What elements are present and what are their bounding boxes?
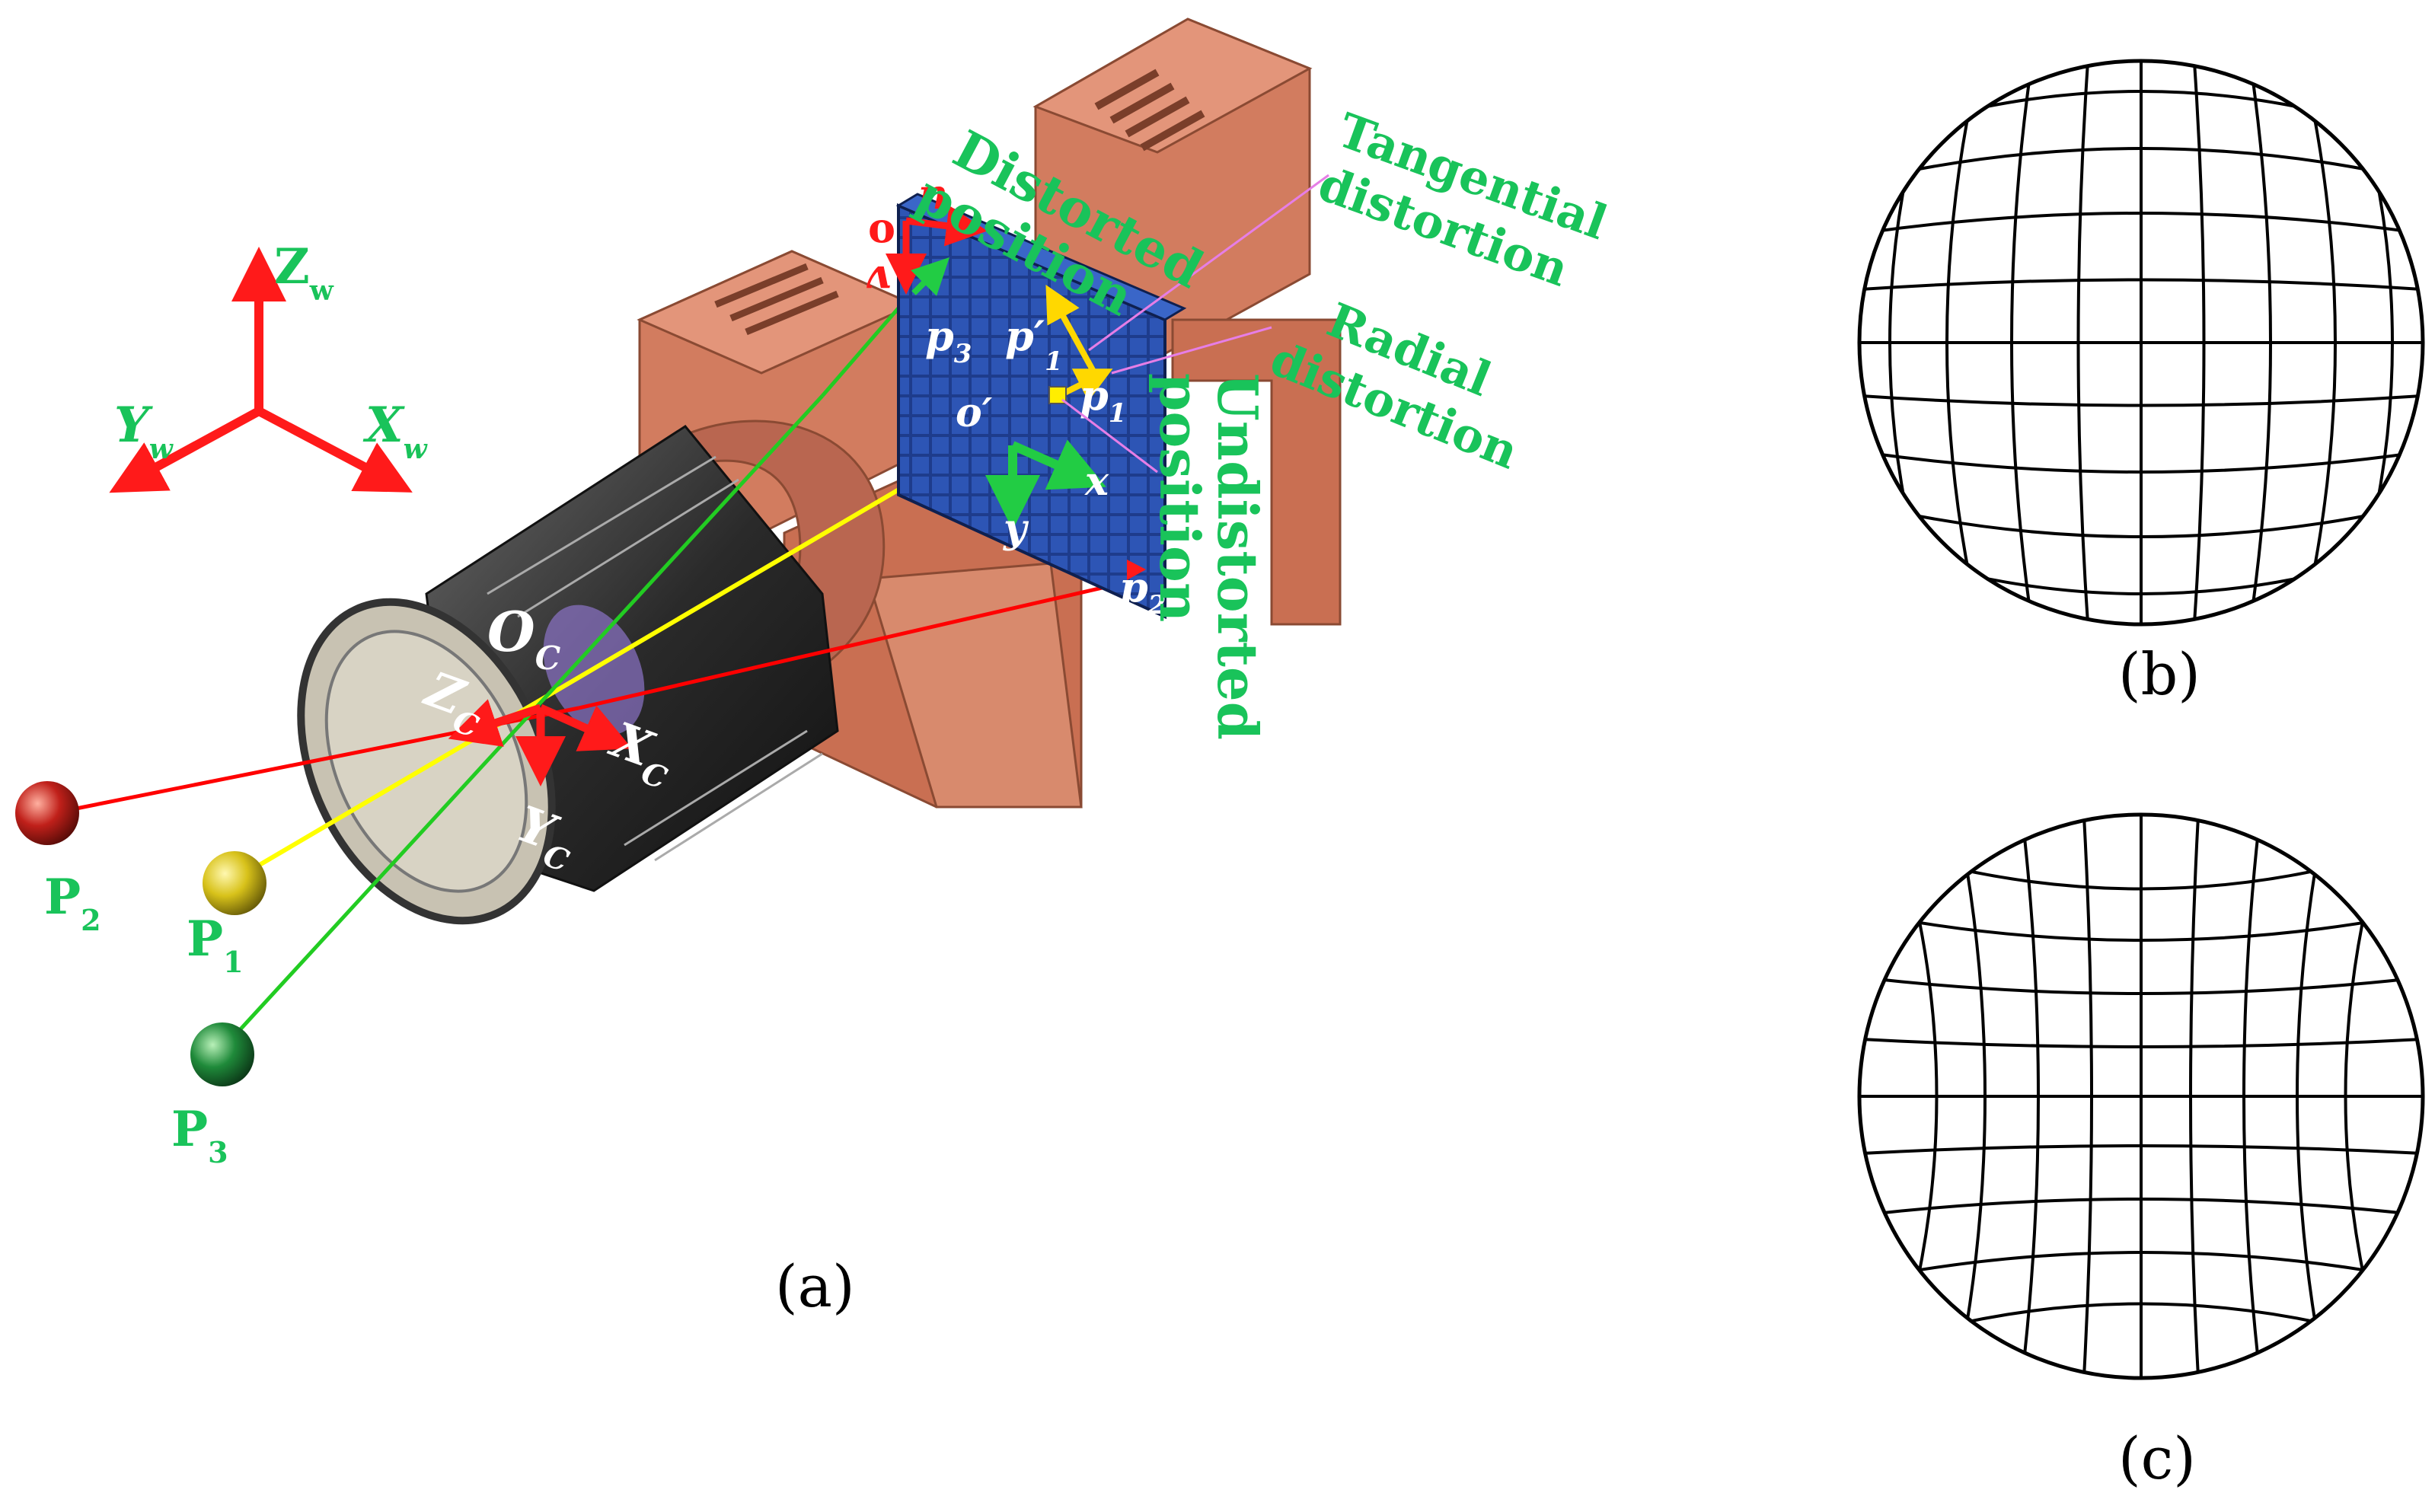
- world-p2-label: P: [44, 869, 81, 926]
- world-p1-label: P: [187, 911, 223, 968]
- svg-text:P1: P1: [187, 911, 244, 979]
- svg-text:Zw: Zw: [274, 238, 334, 307]
- world-point-p1: P1: [187, 851, 266, 979]
- panel-b: (b): [1857, 59, 2425, 708]
- lens-barrel: [297, 425, 839, 925]
- undistorted-line1: Undistorted: [1205, 373, 1270, 740]
- world-y-label: Y: [114, 397, 153, 454]
- svg-text:p1: p1: [1080, 371, 1126, 429]
- ray-p3: [219, 394, 824, 1052]
- pixel-origin-label: o: [868, 203, 895, 252]
- annotation-undistorted: Undistorted position: [1147, 373, 1270, 740]
- barrel-grid: [1859, 61, 2423, 624]
- p1-sub: 1: [1109, 398, 1127, 429]
- p1-distorted-label: p′: [1005, 311, 1045, 360]
- image-x-label: x: [1084, 458, 1109, 505]
- world-p2-sub: 2: [81, 903, 101, 937]
- svg-text:P2: P2: [44, 869, 101, 937]
- world-point-p3: P3: [171, 1022, 254, 1169]
- annotation-leaders: [1061, 174, 1329, 474]
- camera-axes: [448, 699, 633, 786]
- p1-distorted-sub: 1: [1045, 346, 1063, 377]
- p1-label: p: [1080, 371, 1109, 419]
- panel-a: Zw Yw Xw: [15, 18, 1614, 1320]
- world-point-p2: P2: [15, 781, 101, 937]
- pixel-u-label: u: [918, 177, 948, 226]
- svg-text:Yw: Yw: [114, 397, 174, 465]
- world-p1-sub: 1: [223, 945, 243, 979]
- svg-text:OC: OC: [487, 599, 561, 677]
- camera-origin-sub: C: [535, 640, 561, 677]
- caption-b: (b): [2118, 640, 2200, 708]
- pixel-axes: [886, 205, 988, 295]
- image-axes: [985, 439, 1106, 530]
- world-z-label: Z: [274, 238, 310, 295]
- p3-sub: 3: [954, 339, 972, 369]
- world-x-label: X: [362, 397, 405, 454]
- pixel-v-label: v: [866, 257, 891, 305]
- image-y-label: y: [1003, 506, 1029, 552]
- p3-label: p: [925, 311, 954, 360]
- undistorted-line2: position: [1147, 373, 1212, 622]
- vent-slots: [1094, 69, 1205, 152]
- svg-text:P3: P3: [171, 1101, 228, 1169]
- svg-text:p′1: p′1: [1005, 311, 1063, 377]
- principal-point-label: o′: [956, 390, 993, 436]
- camera-origin-label: O: [487, 599, 535, 664]
- svg-text:p3: p3: [925, 311, 972, 369]
- world-p3-sub: 3: [208, 1135, 228, 1169]
- p2-label: p: [1119, 563, 1148, 611]
- pincushion-outline: [1857, 812, 2425, 1380]
- barrel-outline: [1857, 59, 2425, 627]
- caption-a: (a): [775, 1252, 855, 1320]
- world-z-sub: w: [309, 275, 334, 307]
- p2-sub: 2: [1147, 590, 1166, 620]
- panel-c: (c): [1857, 812, 2425, 1492]
- world-axes: [109, 247, 413, 493]
- svg-text:Xw: Xw: [362, 397, 429, 465]
- world-p3-label: P: [171, 1101, 208, 1158]
- distortion-vectors: [911, 257, 1146, 580]
- svg-text:p2: p2: [1119, 563, 1166, 620]
- caption-c: (c): [2118, 1424, 2196, 1492]
- world-y-sub: w: [149, 433, 174, 465]
- world-x-sub: w: [404, 433, 429, 465]
- pincushion-grid: [1859, 815, 2423, 1378]
- annotation-tangential: Tangential distortion: [1311, 102, 1614, 297]
